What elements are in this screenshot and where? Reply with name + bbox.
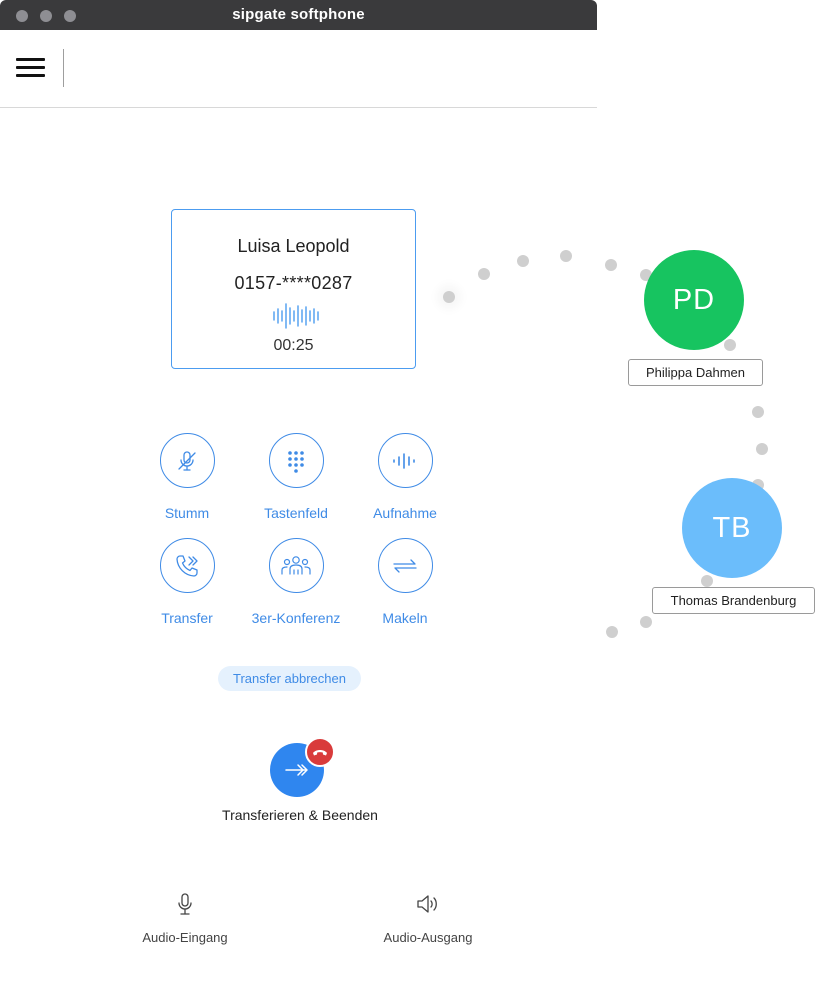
keypad-button[interactable]: Tastenfeld — [241, 433, 351, 521]
phone-transfer-icon — [176, 554, 198, 577]
participant-avatar-tb[interactable]: TB — [682, 478, 782, 578]
app-header — [0, 30, 597, 108]
minimize-window-button[interactable] — [40, 10, 52, 22]
microphone-icon — [178, 893, 192, 915]
keypad-circle[interactable] — [268, 433, 324, 488]
toggle-calls-circle[interactable] — [377, 538, 433, 593]
speaker-icon — [417, 895, 437, 913]
toggle-calls-button[interactable]: Makeln — [350, 538, 460, 626]
audio-waveform-icon — [273, 303, 319, 329]
caller-number: 0157-****0287 — [234, 273, 353, 293]
audio-output-button[interactable]: Audio-Ausgang — [363, 893, 493, 945]
title-bar: sipgate softphone — [0, 0, 597, 30]
microphone-off-icon — [178, 450, 196, 471]
double-arrow-right-icon — [285, 764, 308, 776]
group-icon — [281, 555, 311, 575]
path-dot — [443, 291, 455, 303]
record-circle[interactable] — [377, 433, 433, 488]
path-dot — [640, 616, 652, 628]
mute-label: Stumm — [164, 505, 210, 521]
record-button[interactable]: Aufnahme — [350, 433, 460, 521]
conference-button[interactable]: 3er-Konferenz — [241, 538, 351, 626]
softphone-window: sipgate softphone Luisa Leopold 0157-***… — [0, 0, 597, 945]
caller-name: Luisa Leopold — [237, 236, 350, 256]
mute-button[interactable]: Stumm — [132, 433, 242, 521]
path-dot — [752, 406, 764, 418]
toggle-calls-label: Makeln — [382, 610, 428, 626]
path-dot — [701, 575, 713, 587]
window-title: sipgate softphone — [232, 6, 365, 23]
hangup-icon — [305, 737, 335, 767]
record-label: Aufnahme — [373, 505, 437, 521]
waveform-icon — [393, 452, 415, 469]
mute-circle[interactable] — [159, 433, 215, 488]
path-dot — [478, 268, 490, 280]
participant-name-tag-pd: Philippa Dahmen — [628, 359, 763, 386]
participant-name-tag-tb: Thomas Brandenburg — [652, 587, 815, 614]
transfer-label: Transfer — [161, 610, 213, 626]
path-dot — [756, 443, 768, 455]
keypad-icon — [288, 450, 304, 473]
call-timer: 00:25 — [273, 337, 314, 354]
path-dot — [560, 250, 572, 262]
header-divider — [63, 49, 64, 87]
path-dot — [605, 259, 617, 271]
swap-arrows-icon — [393, 558, 417, 573]
audio-input-label: Audio-Eingang — [142, 930, 228, 945]
transfer-button[interactable]: Transfer — [132, 538, 242, 626]
audio-output-label: Audio-Ausgang — [383, 930, 473, 945]
keypad-label: Tastenfeld — [264, 505, 328, 521]
menu-icon[interactable] — [16, 58, 45, 78]
path-dot — [606, 626, 618, 638]
transfer-and-end-label: Transferieren & Beenden — [222, 807, 378, 823]
zoom-window-button[interactable] — [64, 10, 76, 22]
path-dot — [724, 339, 736, 351]
participant-avatar-pd[interactable]: PD — [644, 250, 744, 350]
cancel-transfer-button[interactable]: Transfer abbrechen — [218, 666, 361, 691]
path-dot — [517, 255, 529, 267]
active-call-card: Luisa Leopold 0157-****0287 00:25 — [171, 209, 416, 369]
close-window-button[interactable] — [16, 10, 28, 22]
transfer-circle[interactable] — [159, 538, 215, 593]
conference-circle[interactable] — [268, 538, 324, 593]
audio-input-button[interactable]: Audio-Eingang — [120, 893, 250, 945]
conference-label: 3er-Konferenz — [251, 610, 341, 626]
